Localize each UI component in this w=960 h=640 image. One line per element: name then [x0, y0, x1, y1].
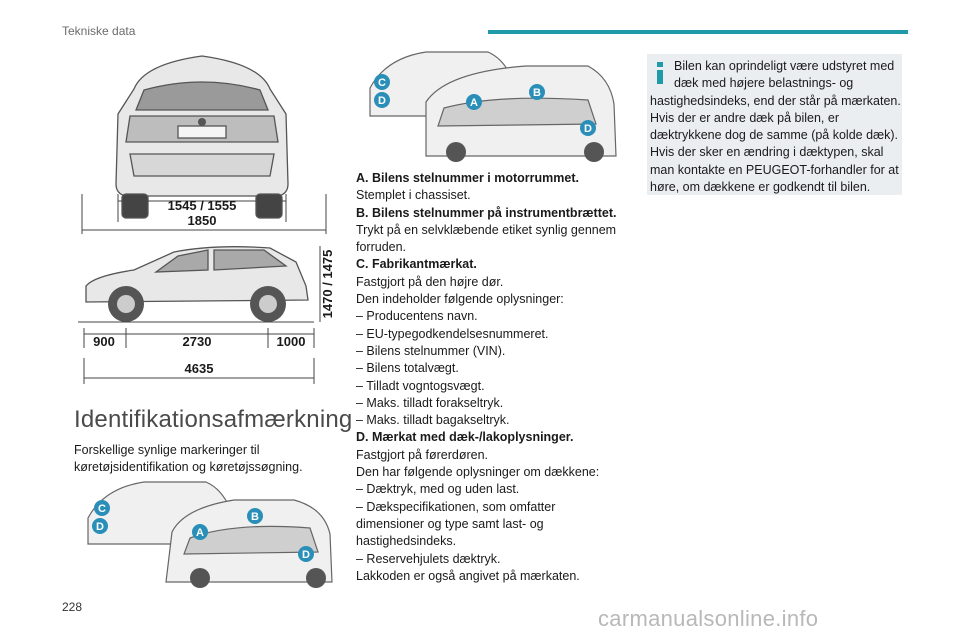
marker-d: D: [584, 123, 592, 135]
text-line: Fastgjort på den højre dør.: [356, 274, 504, 289]
info-box: Bilen kan oprindeligt være udstyret med …: [647, 54, 902, 195]
text-line: forruden.: [356, 240, 407, 255]
list-item: – Dækspecifikationen, som omfatter: [356, 499, 556, 514]
section-heading: Identifikationsafmærkning: [74, 406, 353, 433]
intro-line: køretøjsidentifikation og køretøjssøgnin…: [74, 460, 303, 474]
page-number: 228: [62, 600, 83, 614]
marker-b: B: [251, 511, 259, 523]
text-line: Lakkoden er også angivet på mærkaten.: [356, 568, 580, 583]
info-line: man kontakte en PEUGEOT-forhandler for a…: [650, 162, 899, 177]
id-location-figure-left: C D A B D: [87, 481, 333, 588]
rear-track-width-label: 1545 / 1555: [168, 198, 237, 213]
text-line: dimensioner og type samt last- og: [356, 516, 544, 531]
marker-c: C: [98, 503, 106, 515]
info-line: dæk med højere belastnings- og: [674, 76, 854, 91]
text-line: Fastgjort på førerdøren.: [356, 447, 488, 462]
text-line: Stemplet i chassiset.: [356, 188, 471, 203]
rear-total-width-label: 1850: [188, 213, 217, 228]
marker-d: D: [96, 521, 104, 533]
info-line: dæktrykkene dog de samme (på kolde dæk).: [650, 128, 899, 143]
info-line: Hvis der sker en ændring i dæktypen, ska…: [650, 145, 884, 160]
id-location-figure-right: C D A B D: [369, 51, 617, 162]
marker-c: C: [378, 77, 386, 89]
text-line: Den har følgende oplysninger om dækkene:: [356, 465, 600, 480]
rear-overhang-label: 1000: [277, 334, 306, 349]
list-item: – Dæktryk, med og uden last.: [356, 482, 520, 497]
list-item: – EU-typegodkendelsesnummeret.: [356, 326, 549, 341]
list-item: – Producentens navn.: [356, 309, 478, 324]
intro-paragraph: Forskellige synlige markeringer til køre…: [74, 442, 334, 476]
item-heading: C. Fabrikantmærkat.: [356, 257, 477, 272]
item-heading: D. Mærkat med dæk-/lakoplysninger.: [356, 430, 574, 445]
rear-view-figure: 1545 / 1555 1850: [81, 55, 327, 234]
watermark: carmanualsonline.info: [598, 606, 819, 631]
list-item: – Reservehjulets dæktryk.: [356, 551, 501, 566]
info-line: Bilen kan oprindeligt være udstyret med: [674, 59, 895, 73]
section-header-title: Tekniske data: [62, 24, 136, 38]
list-item: – Bilens stelnummer (VIN).: [356, 343, 506, 358]
total-length-label: 4635: [185, 361, 214, 376]
text-line: hastighedsindeks.: [356, 534, 457, 549]
info-icon: [657, 62, 663, 84]
marker-a: A: [196, 527, 204, 539]
text-line: Trykt på en selvklæbende etiket synlig g…: [356, 222, 617, 237]
item-heading: A. Bilens stelnummer i motorrummet.: [356, 171, 579, 185]
front-overhang-label: 900: [93, 334, 115, 349]
side-view-figure: 1470 / 1475 900 2730 1000 4635: [78, 246, 335, 384]
marker-d: D: [378, 95, 386, 107]
height-label: 1470 / 1475: [320, 250, 335, 319]
list-item: – Bilens totalvægt.: [356, 361, 459, 376]
marker-d: D: [302, 549, 310, 561]
list-item: – Maks. tilladt forakseltryk.: [356, 395, 504, 410]
marker-b: B: [533, 87, 541, 99]
info-text: Bilen kan oprindeligt være udstyret med …: [647, 58, 901, 196]
header-accent-rule: [488, 30, 908, 34]
info-line: hastighedsindeks, end der står på mærkat…: [650, 93, 901, 108]
list-item: – Maks. tilladt bagakseltryk.: [356, 413, 510, 428]
intro-line: Forskellige synlige markeringer til: [74, 443, 260, 457]
wheelbase-label: 2730: [183, 334, 212, 349]
marker-a: A: [470, 97, 478, 109]
list-item: – Tilladt vogntogsvægt.: [356, 378, 485, 393]
info-line: Hvis der er andre dæk på bilen, er: [650, 110, 839, 125]
info-line: høre, om dækkene er godkendt til bilen.: [650, 180, 871, 195]
identification-details: A. Bilens stelnummer i motorrummet. Stem…: [356, 170, 617, 585]
text-line: Den indeholder følgende oplysninger:: [356, 292, 564, 307]
item-heading: B. Bilens stelnummer på instrumentbrætte…: [356, 205, 617, 220]
